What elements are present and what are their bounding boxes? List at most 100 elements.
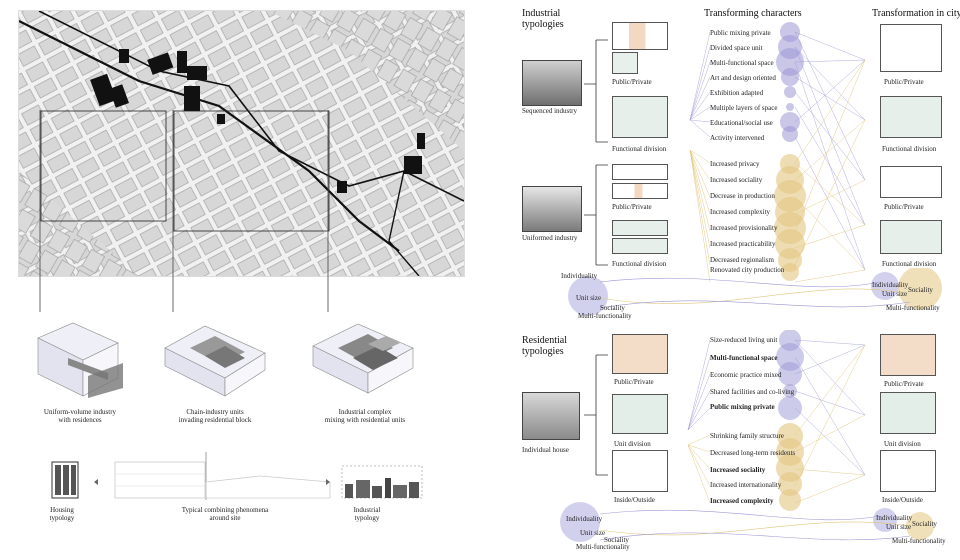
city-res-inside-outside-plan [880,450,936,492]
housing-typology-label: Housing typology [49,506,75,522]
char-increased-provisionality: Increased provisionality [710,224,778,232]
char-increased-practicability: Increased practicability [710,240,776,248]
res-public-private-label: Public/Private [614,378,654,386]
char-public-mixing-private: Public mixing private [710,29,771,37]
uniformed-functional-label: Functional division [612,260,667,268]
res-public-private-plan [612,334,668,374]
uniformed-public-private-plan [612,183,668,199]
res-unit-division-plan [612,394,668,434]
industrial-typology-label: Industrial typology [353,506,381,522]
isometric-uniform-volume [37,322,123,398]
res-inside-outside-plan [612,450,668,492]
city-res-public-private-plan [880,334,936,376]
sequenced-functional-label: Functional division [612,145,667,153]
sequenced-public-private-label: Public/Private [612,78,652,86]
char-increased-sociality: Increased sociality [710,176,763,184]
residential-typologies-title: Residential typologies [522,335,567,357]
city-public-private-label-2: Public/Private [884,203,924,211]
industrial-buildings [90,49,425,193]
sequenced-public-private-plan [612,22,668,50]
char-increased-privacy: Increased privacy [710,160,760,168]
site-map [18,10,465,277]
ind-right-sociality: Sociality [908,286,933,294]
individual-house-caption: Individual house [522,446,569,454]
res-char-shared-facilities: Shared facilities and co-living [710,388,795,396]
city-res-unit-division-label: Unit division [884,440,921,448]
city-res-unit-division-plan [880,392,936,434]
transforming-characters-title: Transforming characters [704,8,802,19]
transformation-in-city-title: Transformation in city [872,8,960,19]
industrial-summary-flows [568,268,942,316]
ind-right-unit-size: Unit size [882,290,908,298]
char-multiple-layers: Multiple layers of space [710,104,778,112]
caption-uniform-volume: Uniform-volume industry with residences [43,408,117,424]
caption-industrial-complex: Industrial complex mixing with residenti… [324,408,406,424]
city-public-private-plan-2 [880,166,942,198]
city-public-private-label: Public/Private [884,78,924,86]
isometric-chain-industry [164,325,266,397]
ind-left-multi-functionality: Multi-functionality [578,312,632,320]
city-res-public-private-label: Public/Private [884,380,924,388]
city-functional-label: Functional division [882,145,937,153]
sequenced-industry-caption: Sequenced industry [522,107,578,115]
char-decrease-production: Decrease in production [710,192,775,200]
city-functional-plan-2 [880,220,942,254]
city-res-inside-outside-label: Inside/Outside [882,496,923,504]
char-divided-space-unit: Divided space unit [710,44,763,52]
char-multi-functional-space: Multi-functional space [710,59,774,67]
char-increased-complexity: Increased complexity [710,208,771,216]
isometric-industrial-complex [312,323,414,394]
res-left-sociality: Sociality [604,536,629,544]
uniformed-public-private-label: Public/Private [612,203,652,211]
res-char-size-reduced: Size-reduced living unit [710,336,778,344]
residential-character-bubbles [776,330,804,511]
ind-left-unit-size: Unit size [576,294,602,302]
sequenced-functional-plan [612,96,668,138]
ind-left-individuality: Individuality [561,272,598,280]
res-left-individuality: Individuality [566,515,603,523]
industrial-typologies-title: Industrial typologies [522,8,564,30]
city-public-private-plan [880,24,942,72]
char-educational-social: Educational/social use [710,119,773,127]
uniformed-plan-strip [612,164,668,180]
city-functional-label-2: Functional division [882,260,937,268]
res-right-multi-functionality: Multi-functionality [892,537,946,545]
uniformed-functional-plan-2 [612,238,668,254]
res-inside-outside-label: Inside/Outside [614,496,655,504]
res-right-sociality: Sociality [912,520,937,528]
street-grid [19,11,464,276]
char-exhibition-adapted: Exhibition adapted [710,89,764,97]
res-right-individuality: Individuality [876,514,913,522]
char-activity-intervened: Activity intervened [710,134,765,142]
res-char-public-mixing-private: Public mixing private [710,403,775,411]
leader-lines [39,110,329,312]
res-char-economic-practice: Economic practice mixed [710,371,782,379]
uniformed-industry-photo [522,186,582,232]
ind-left-sociality: Sociality [600,304,625,312]
res-char-increased-internationality: Increased internationality [710,481,782,489]
res-char-shrinking-family: Shrinking family structure [710,432,784,440]
uniformed-functional-plan [612,220,668,236]
char-renovated-city-production: Renovated city production [710,266,785,274]
residential-summary-flows [560,502,934,542]
char-decreased-regionalism: Decreased regionalism [710,256,774,264]
section-strip [51,452,423,500]
typology-brackets [584,39,608,476]
individual-house-photo [522,392,580,440]
caption-chain-industry: Chain-industry units invading residentia… [178,408,252,424]
connection-network [687,31,866,504]
res-char-increased-sociality: Increased sociality [710,466,766,474]
sequenced-plan-detail [612,52,638,74]
city-functional-plan [880,96,942,138]
railway-line [19,20,400,252]
combining-phenomena-label: Typical combining phenomena around site [181,506,269,522]
res-char-decreased-residents: Decreased long-term residents [710,449,796,457]
res-unit-division-label: Unit division [614,440,651,448]
uniformed-industry-caption: Uniformed industry [522,234,578,242]
res-char-multi-functional: Multi-functional space [710,354,778,362]
ind-right-individuality: Individuality [872,281,909,289]
res-left-multi-functionality: Multi-functionality [576,543,630,551]
res-right-unit-size: Unit size [886,523,912,531]
char-art-design-oriented: Art and design oriented [710,74,776,82]
ind-right-multi-functionality: Multi-functionality [886,304,940,312]
